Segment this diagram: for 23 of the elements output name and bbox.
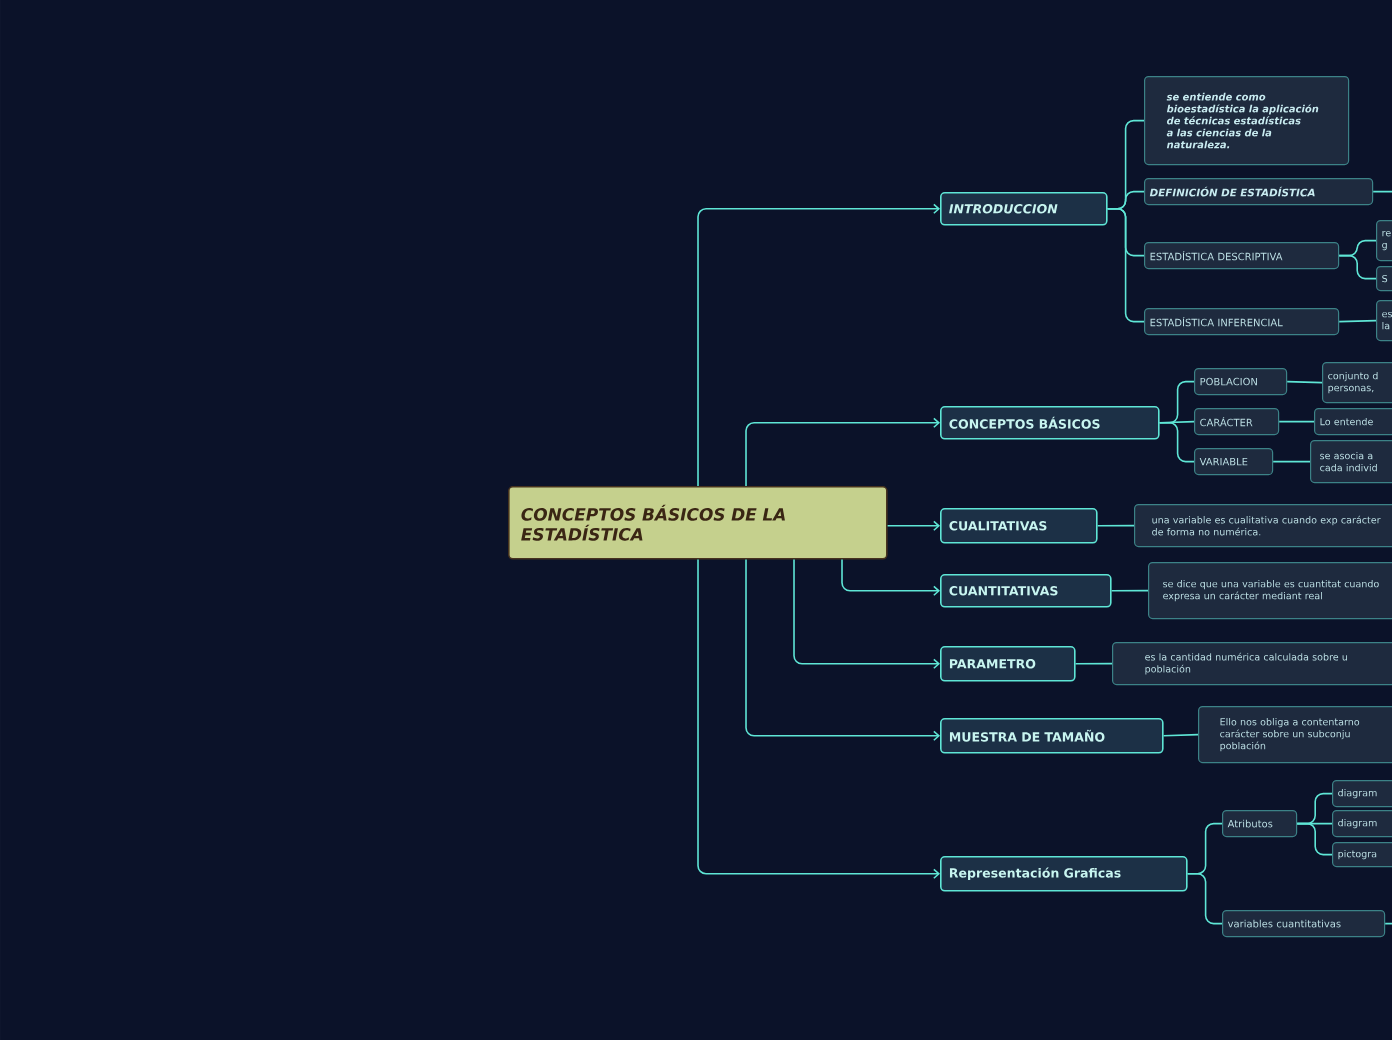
connector: [1338, 319, 1377, 323]
connector: [1372, 190, 1392, 193]
connector: [841, 558, 940, 597]
connector: [1106, 208, 1145, 323]
connector: [1384, 922, 1392, 925]
connector: [745, 417, 940, 487]
connector: [697, 558, 940, 880]
connector: [1074, 662, 1113, 665]
connector: [1278, 420, 1315, 423]
connector: [1162, 733, 1199, 737]
connector: [745, 558, 940, 742]
connector: [793, 558, 940, 670]
connector: [1158, 422, 1195, 463]
connector: [1096, 524, 1135, 527]
connector: [1272, 460, 1311, 463]
connector: [1186, 873, 1223, 925]
connector: [886, 520, 940, 532]
central-topic-box: CONCEPTOS BÁSICOS DE LA ESTADÍSTICA: [508, 486, 888, 560]
connector: [1296, 822, 1333, 856]
connector: [1110, 589, 1149, 592]
connector: [1338, 254, 1377, 280]
connector: [1286, 380, 1323, 384]
connector: [697, 203, 940, 487]
